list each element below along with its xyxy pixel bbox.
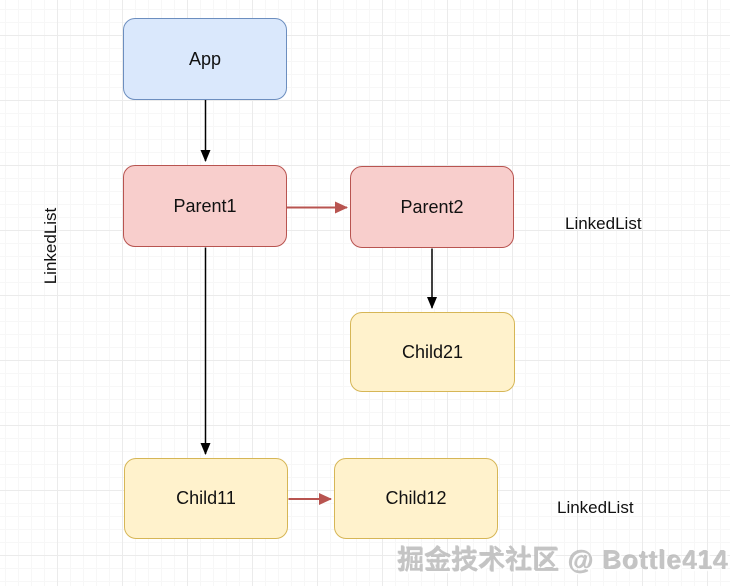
watermark-text: 掘金技术社区 @ Bottle414 xyxy=(398,545,729,575)
node-app: App xyxy=(123,18,287,100)
node-parent1: Parent1 xyxy=(123,165,287,247)
node-child12: Child12 xyxy=(334,458,498,539)
linkedlist-label-right-middle: LinkedList xyxy=(565,214,642,233)
linkedlist-label-right-bottom: LinkedList xyxy=(557,498,634,517)
node-parent1-label: Parent1 xyxy=(173,195,237,216)
node-parent2-label: Parent2 xyxy=(400,196,464,217)
node-child21: Child21 xyxy=(350,312,515,392)
node-child12-label: Child12 xyxy=(385,488,447,508)
node-parent2: Parent2 xyxy=(350,166,514,248)
node-app-label: App xyxy=(188,48,222,69)
linkedlist-label-vertical: LinkedList xyxy=(41,207,60,285)
node-child11-label: Child11 xyxy=(176,488,236,508)
node-child21-label: Child21 xyxy=(401,341,464,362)
node-child11: Child11 xyxy=(124,458,288,539)
